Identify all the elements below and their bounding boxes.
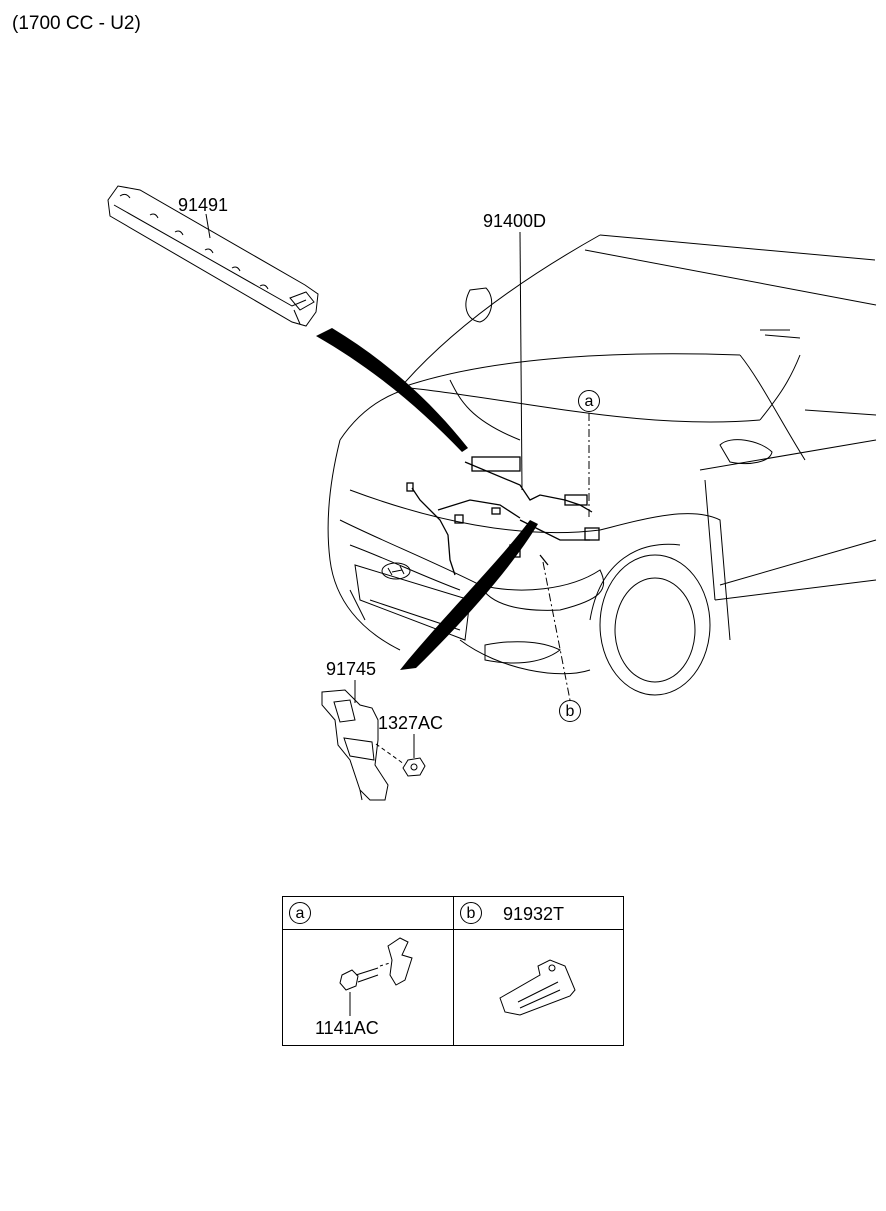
bracket-drawing (321, 689, 389, 801)
part-label-91932T: 91932T (503, 904, 565, 924)
nut-drawing (402, 757, 426, 777)
part-label-1327AC: 1327AC (378, 713, 444, 733)
part-label-91745: 91745 (326, 659, 377, 679)
detail-marker-b: b (460, 902, 482, 924)
flow-band-lower (400, 520, 538, 670)
flow-band-upper (316, 328, 468, 452)
callout-b: b (559, 700, 581, 722)
detail-table-divider (453, 897, 454, 1045)
bolt-drawing (339, 937, 413, 991)
callout-a: a (578, 390, 600, 412)
car-body-drawing (327, 234, 877, 696)
detail-table: a b 91932T 1141AC (282, 896, 624, 1046)
clip-drawing (499, 959, 576, 1016)
part-label-91400D: 91400D (483, 211, 547, 231)
harness-protector-drawing (107, 185, 319, 327)
detail-marker-a: a (289, 902, 311, 924)
part-label-1141AC: 1141AC (315, 1018, 379, 1038)
main-harness-drawing (406, 456, 600, 576)
part-label-91491: 91491 (178, 195, 229, 215)
diagram-title: (1700 CC - U2) (12, 13, 141, 34)
